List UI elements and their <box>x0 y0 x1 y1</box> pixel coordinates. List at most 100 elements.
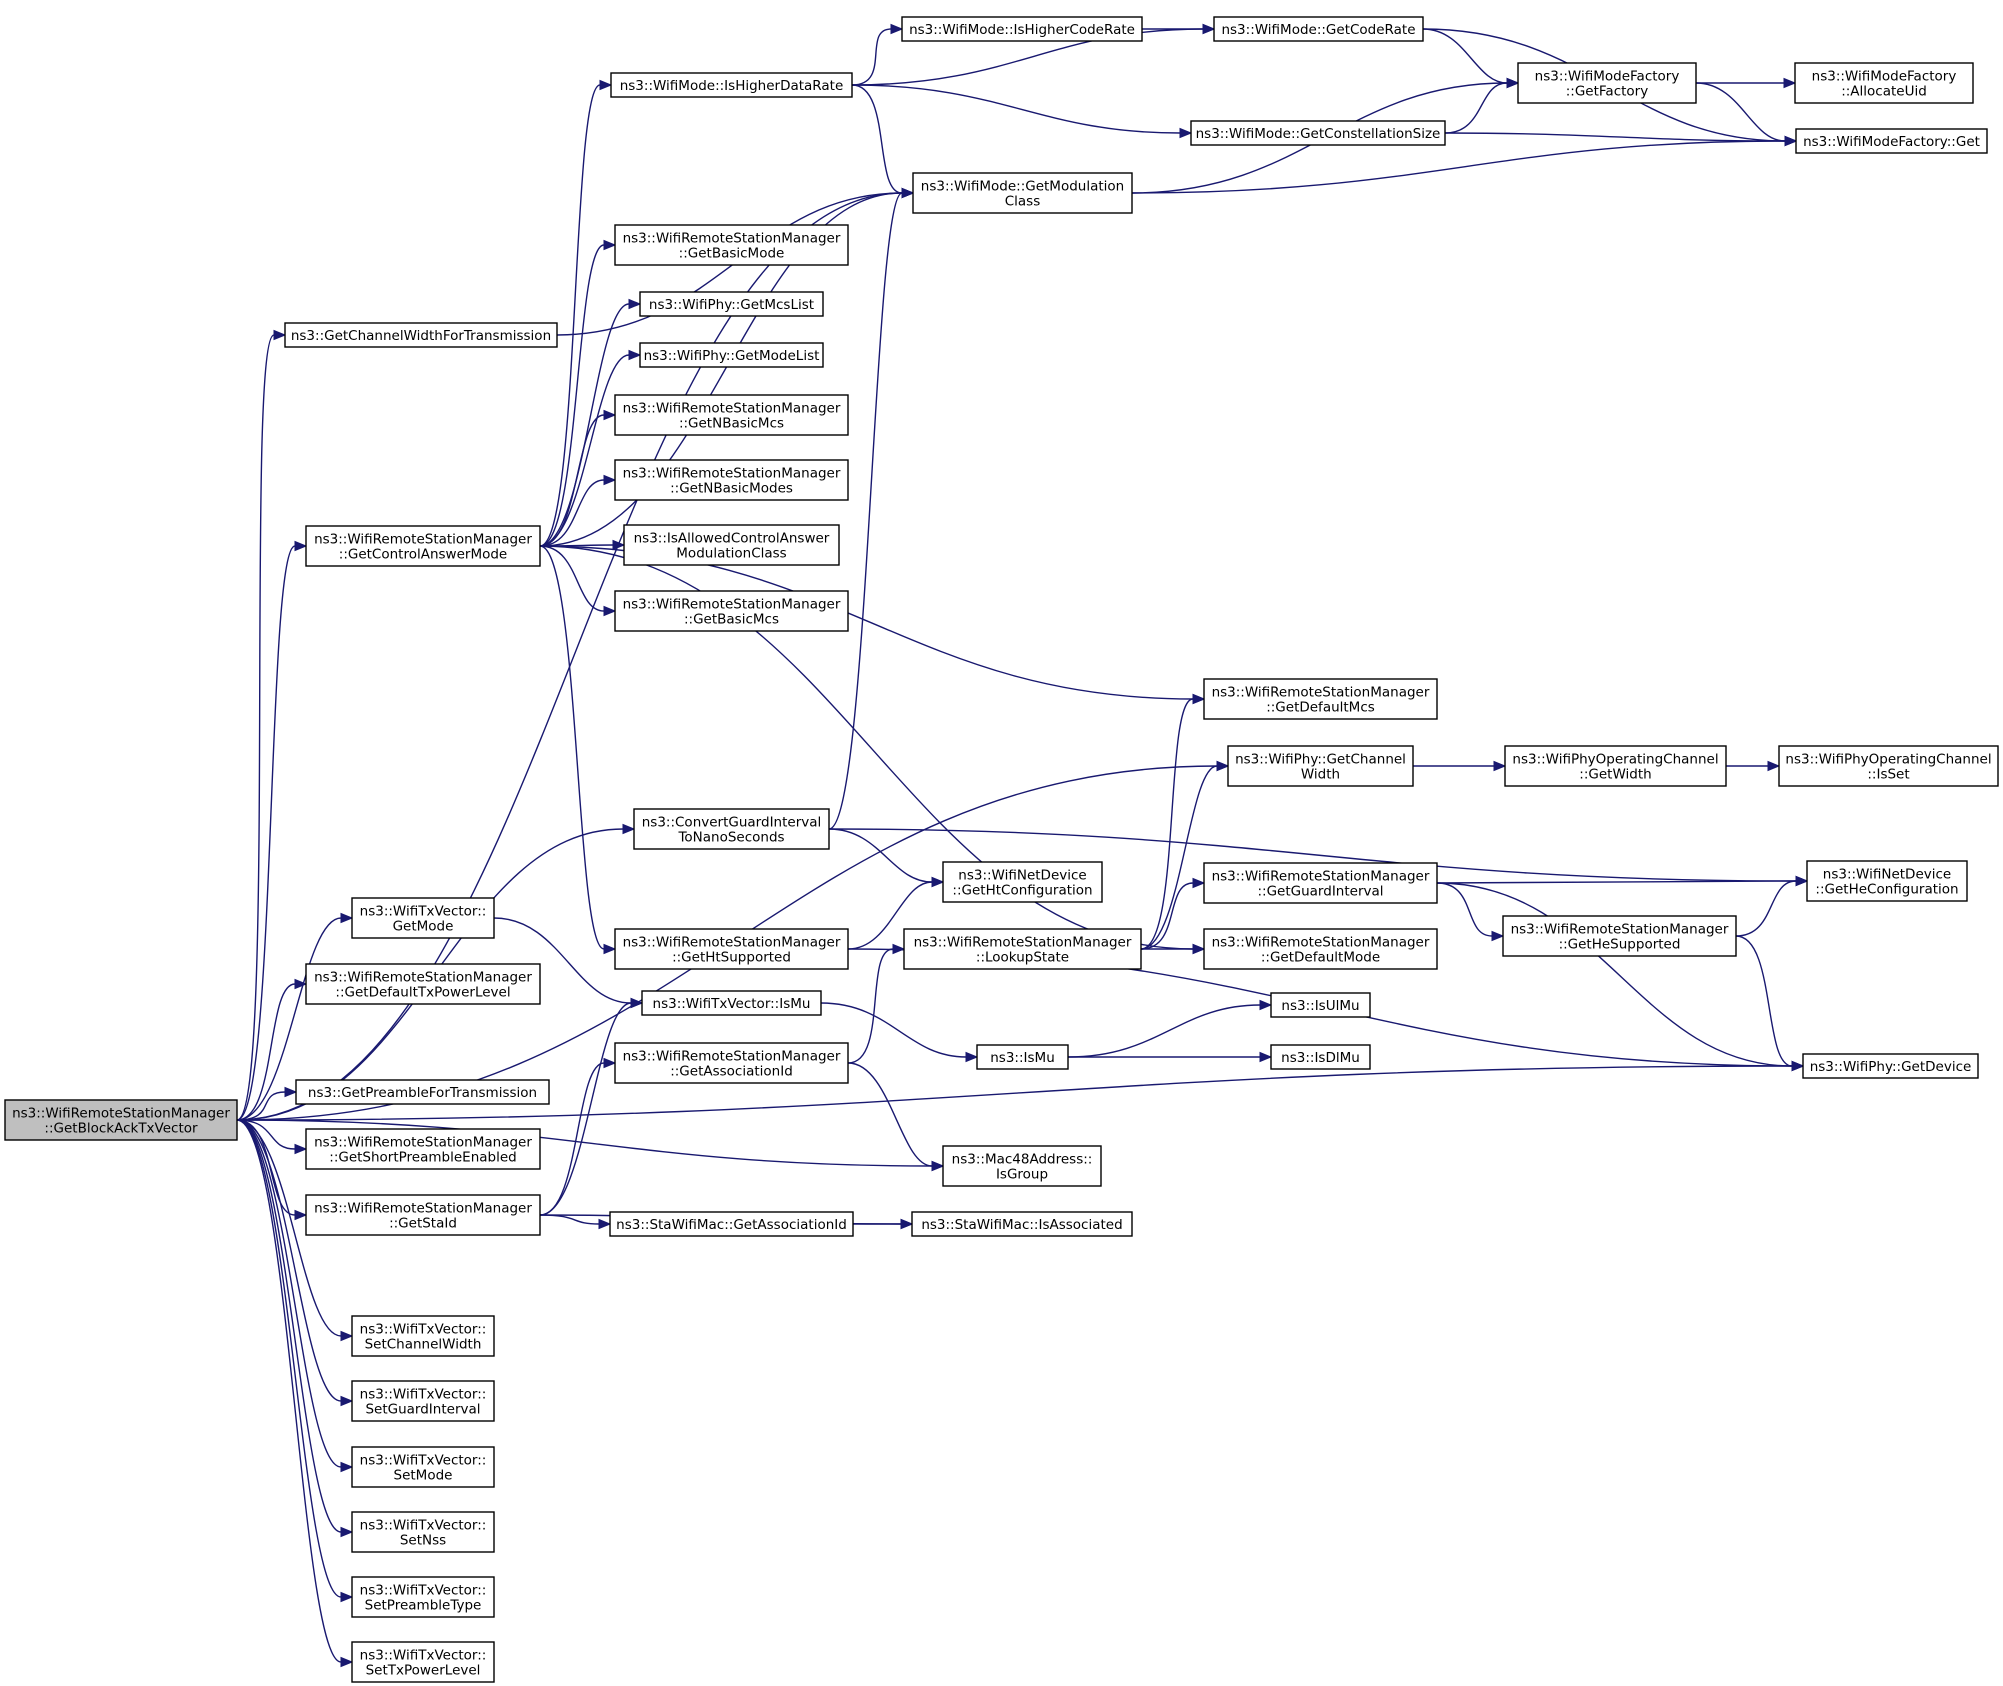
call-edge <box>1436 882 1793 1067</box>
node-label: ::GetBasicMcs <box>684 612 779 628</box>
node-box <box>942 1145 1102 1187</box>
call-edge <box>493 917 632 1004</box>
graph-node-opChannelGetWidth[interactable]: ns3::WifiPhyOperatingChannel::GetWidth <box>1504 745 1727 787</box>
graph-node-getChannelWidthForTx[interactable]: ns3::GetChannelWidthForTransmission <box>284 322 558 348</box>
graph-node-lookupState[interactable]: ns3::WifiRemoteStationManager::LookupSta… <box>903 928 1142 970</box>
node-label: ns3::WifiRemoteStationManager <box>1212 935 1430 951</box>
graph-node-getBasicMode[interactable]: ns3::WifiRemoteStationManager::GetBasicM… <box>614 224 849 266</box>
graph-node-isHigherDataRate[interactable]: ns3::WifiMode::IsHigherDataRate <box>610 72 853 98</box>
graph-node-allocateUid[interactable]: ns3::WifiModeFactory::AllocateUid <box>1794 62 1974 104</box>
graph-node-phyGetDevice[interactable]: ns3::WifiPhy::GetDevice <box>1802 1053 1979 1079</box>
graph-node-isDlMu[interactable]: ns3::IsDlMu <box>1270 1044 1371 1070</box>
graph-node-setTxPowerLevel[interactable]: ns3::WifiTxVector::SetTxPowerLevel <box>351 1641 495 1683</box>
node-label: ns3::WifiRemoteStationManager <box>623 597 841 613</box>
node-label: ns3::WifiPhyOperatingChannel <box>1512 752 1718 768</box>
graph-node-getMcsList[interactable]: ns3::WifiPhy::GetMcsList <box>639 291 824 317</box>
graph-node-txIsMu[interactable]: ns3::WifiTxVector::IsMu <box>641 990 822 1016</box>
graph-node-getShortPreamble[interactable]: ns3::WifiRemoteStationManager::GetShortP… <box>305 1128 541 1170</box>
node-label: ns3::WifiRemoteStationManager <box>314 970 532 986</box>
node-box <box>1795 128 1988 154</box>
node-label: ::GetWidth <box>1579 767 1651 783</box>
graph-node-getGuardInterval[interactable]: ns3::WifiRemoteStationManager::GetGuardI… <box>1203 862 1438 904</box>
node-label: ns3::WifiRemoteStationManager <box>623 466 841 482</box>
graph-node-isMu[interactable]: ns3::IsMu <box>976 1044 1069 1070</box>
call-edge <box>539 192 903 547</box>
graph-node-getHtConfiguration[interactable]: ns3::WifiNetDevice::GetHtConfiguration <box>942 861 1103 903</box>
node-box <box>614 1042 849 1084</box>
graph-node-getNBasicMcs[interactable]: ns3::WifiRemoteStationManager::GetNBasic… <box>614 394 849 436</box>
graph-node-isGroup[interactable]: ns3::Mac48Address::IsGroup <box>942 1145 1102 1187</box>
graph-node-getConstellationSize[interactable]: ns3::WifiMode::GetConstellationSize <box>1190 120 1446 146</box>
graph-node-getHtSupported[interactable]: ns3::WifiRemoteStationManager::GetHtSupp… <box>614 928 849 970</box>
graph-node-root[interactable]: ns3::WifiRemoteStationManager::GetBlockA… <box>4 1099 238 1141</box>
call-edge <box>847 1062 933 1167</box>
node-box <box>295 1079 550 1105</box>
node-box <box>614 928 849 970</box>
call-edge <box>1695 82 1786 142</box>
graph-node-getStaId[interactable]: ns3::WifiRemoteStationManager::GetStaId <box>305 1194 541 1236</box>
graph-node-setPreambleType[interactable]: ns3::WifiTxVector::SetPreambleType <box>351 1576 495 1618</box>
node-label: ns3::StaWifiMac::IsAssociated <box>921 1217 1122 1233</box>
node-label: ns3::WifiModeFactory::Get <box>1803 134 1980 150</box>
node-label: ns3::IsUlMu <box>1281 998 1359 1014</box>
arrow-head <box>1795 875 1809 887</box>
graph-node-getDefaultMode[interactable]: ns3::WifiRemoteStationManager::GetDefaul… <box>1203 928 1438 970</box>
arrow-head <box>340 1395 354 1407</box>
graph-node-getHeSupported[interactable]: ns3::WifiRemoteStationManager::GetHeSupp… <box>1502 915 1737 957</box>
node-label: ns3::WifiRemoteStationManager <box>623 401 841 417</box>
node-box <box>1203 678 1438 720</box>
graph-node-setNss[interactable]: ns3::WifiTxVector::SetNss <box>351 1511 495 1553</box>
graph-node-phyGetChannelWidth[interactable]: ns3::WifiPhy::GetChannelWidth <box>1227 745 1414 787</box>
node-label: ns3::StaWifiMac::GetAssociationId <box>616 1217 847 1233</box>
node-box <box>1227 745 1414 787</box>
graph-node-getPreambleForTx[interactable]: ns3::GetPreambleForTransmission <box>295 1079 550 1105</box>
graph-node-getHeConfiguration[interactable]: ns3::WifiNetDevice::GetHeConfiguration <box>1806 860 1968 902</box>
call-edge <box>539 479 605 547</box>
node-box <box>901 16 1143 42</box>
graph-node-isAssociated[interactable]: ns3::StaWifiMac::IsAssociated <box>911 1211 1133 1237</box>
graph-node-getFactory[interactable]: ns3::WifiModeFactory::GetFactory <box>1517 62 1697 104</box>
graph-node-getBasicMcs[interactable]: ns3::WifiRemoteStationManager::GetBasicM… <box>614 590 849 632</box>
graph-node-factoryGet[interactable]: ns3::WifiModeFactory::Get <box>1795 128 1988 154</box>
node-label: ns3::WifiPhy::GetMcsList <box>649 297 814 313</box>
node-label: GetMode <box>393 919 454 935</box>
graph-node-isHigherCodeRate[interactable]: ns3::WifiMode::IsHigherCodeRate <box>901 16 1143 42</box>
arrow-head <box>603 1057 617 1069</box>
graph-node-getDefaultTxPowerLevel[interactable]: ns3::WifiRemoteStationManager::GetDefaul… <box>305 963 541 1005</box>
graph-node-isAllowedCtrlAnswer[interactable]: ns3::IsAllowedControlAnswerModulationCla… <box>623 524 840 566</box>
graph-node-getModeList[interactable]: ns3::WifiPhy::GetModeList <box>639 342 824 368</box>
graph-node-setMode[interactable]: ns3::WifiTxVector::SetMode <box>351 1446 495 1488</box>
call-edge <box>1140 698 1194 950</box>
arrow-head <box>599 79 613 91</box>
arrow-head <box>892 943 906 955</box>
graph-node-getNBasicModes[interactable]: ns3::WifiRemoteStationManager::GetNBasic… <box>614 459 849 501</box>
call-edge <box>539 1214 600 1225</box>
node-box <box>976 1044 1069 1070</box>
call-edge <box>236 1119 342 1663</box>
graph-node-txGetMode[interactable]: ns3::WifiTxVector::GetMode <box>351 897 495 939</box>
node-label: ::GetDefaultMcs <box>1266 700 1375 716</box>
graph-node-getDefaultMcs[interactable]: ns3::WifiRemoteStationManager::GetDefaul… <box>1203 678 1438 720</box>
graph-node-setGuardInterval[interactable]: ns3::WifiTxVector::SetGuardInterval <box>351 1380 495 1422</box>
node-box <box>1794 62 1974 104</box>
graph-node-getControlAnswerMode[interactable]: ns3::WifiRemoteStationManager::GetContro… <box>305 525 541 567</box>
node-box <box>609 1211 854 1237</box>
graph-node-getAssociationIdMgr[interactable]: ns3::WifiRemoteStationManager::GetAssoci… <box>614 1042 849 1084</box>
node-label: ::GetHeSupported <box>1559 937 1681 953</box>
graph-node-setChannelWidth[interactable]: ns3::WifiTxVector::SetChannelWidth <box>351 1315 495 1357</box>
call-edge <box>1436 882 1493 937</box>
graph-node-staGetAssociationId[interactable]: ns3::StaWifiMac::GetAssociationId <box>609 1211 854 1237</box>
call-edge <box>1436 880 1797 884</box>
node-box <box>305 525 541 567</box>
call-edge <box>236 1119 933 1167</box>
arrow-head <box>340 1526 354 1538</box>
graph-node-isUlMu[interactable]: ns3::IsUlMu <box>1270 992 1371 1018</box>
node-label: ns3::WifiModeFactory <box>1535 69 1680 85</box>
call-edge <box>539 303 630 547</box>
graph-node-opChannelIsSet[interactable]: ns3::WifiPhyOperatingChannel::IsSet <box>1778 745 1999 787</box>
call-edge <box>820 1002 967 1058</box>
node-label: ::GetDefaultMode <box>1261 950 1380 966</box>
graph-node-getCodeRate[interactable]: ns3::WifiMode::GetCodeRate <box>1213 16 1424 42</box>
